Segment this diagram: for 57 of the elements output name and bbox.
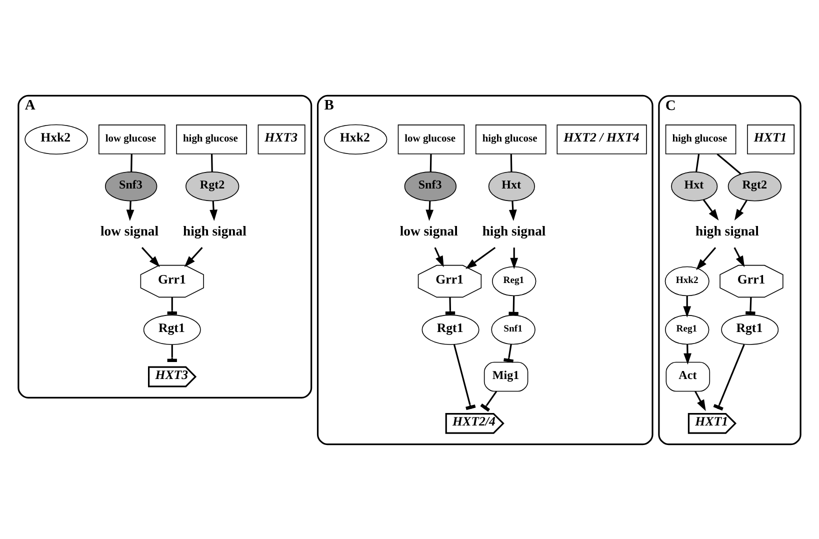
connector (430, 154, 432, 172)
node-box: high glucose (176, 124, 247, 154)
node-ellipse: Rgt2 (728, 171, 782, 201)
connector (453, 344, 476, 410)
arrow (684, 344, 692, 364)
connector (696, 153, 700, 172)
arrow (210, 200, 218, 221)
arrow (126, 200, 134, 221)
arrow (702, 198, 719, 220)
arrow (734, 246, 745, 267)
arrow (683, 295, 692, 318)
connector (716, 152, 742, 174)
connector (504, 344, 514, 362)
node-box: HXT3 (258, 124, 306, 154)
connector (480, 390, 498, 412)
arrow (510, 247, 518, 269)
arrow (696, 246, 716, 270)
node-ellipse: Hxt (671, 171, 718, 201)
arrow (465, 246, 496, 269)
node-text: high signal (482, 223, 546, 238)
node-text: low signal (400, 223, 458, 238)
arrow (426, 200, 434, 221)
node-box: HXT1 (747, 124, 795, 154)
node-ellipse: Hxt (488, 171, 535, 201)
node-ellipse: Rgt1 (143, 314, 201, 344)
node-box: low glucose (398, 124, 465, 154)
node-box: low glucose (98, 124, 166, 154)
node-ellipse: Reg1 (664, 314, 710, 344)
node-ellipse: Hxk2 (24, 124, 88, 154)
node-ellipse: Hxk2 (664, 266, 710, 296)
node-box: HXT2 / HXT4 (556, 124, 647, 154)
arrow (184, 246, 203, 267)
node-ellipse: Snf1 (491, 314, 536, 344)
arrow (694, 390, 706, 411)
node-ellipse: Snf3 (105, 171, 158, 201)
node-text: high signal (182, 223, 246, 238)
node-ellipse: Rgt2 (186, 171, 240, 201)
node-box: high glucose (475, 124, 546, 154)
node-ellipse: Rgt1 (721, 314, 779, 344)
node-box: high glucose (665, 124, 736, 154)
node-text: high signal (696, 223, 759, 238)
node-box: Mig1 (484, 361, 528, 392)
connector (713, 344, 745, 410)
node-box: Act (666, 361, 710, 392)
arrow (141, 246, 160, 267)
node-text: low signal (100, 223, 159, 238)
node-ellipse: Hxk2 (324, 124, 388, 154)
connector (746, 296, 756, 314)
node-ellipse: Reg1 (492, 266, 536, 296)
arrow (508, 200, 517, 221)
node-ellipse: Snf3 (404, 171, 457, 201)
arrow (434, 246, 444, 267)
connector (130, 154, 132, 172)
connector (510, 154, 512, 172)
node-ellipse: Rgt1 (422, 314, 480, 344)
connector (211, 154, 213, 172)
arrow (734, 199, 748, 220)
